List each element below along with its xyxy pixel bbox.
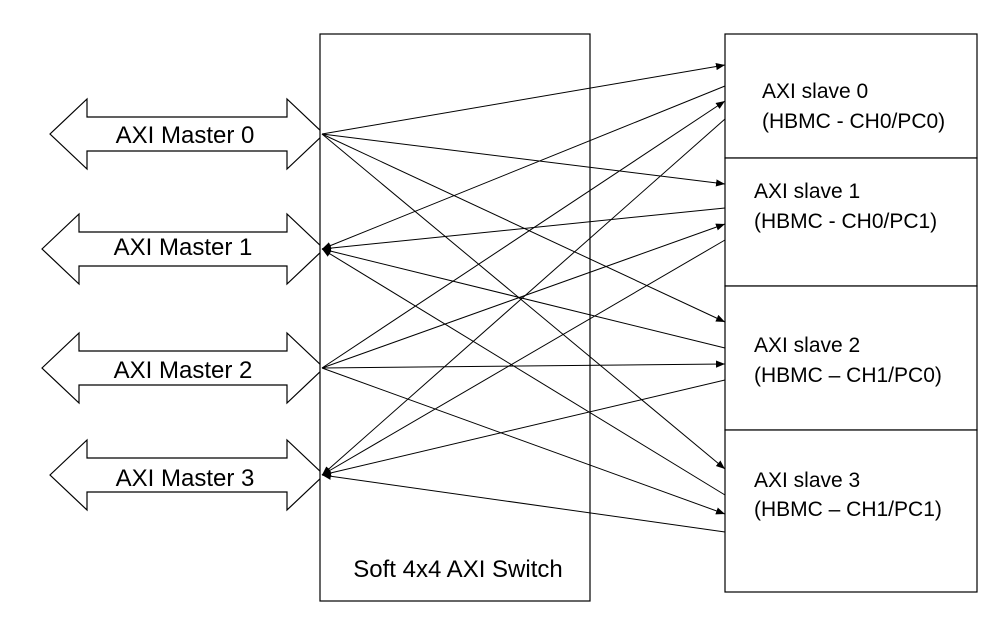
conn-master-0-to-slave-1 [321, 133, 726, 187]
conn-slave-2-to-master-1 [321, 247, 726, 349]
conn-master-0-to-slave-3 [321, 133, 726, 470]
conn-slave-2-to-master-3 [321, 379, 726, 477]
conn-slave-0-to-master-1 [321, 85, 726, 250]
slave-3-box [724, 429, 978, 593]
connection-lines [321, 62, 726, 533]
slave-3-detail: (HBMC – CH1/PC1) [754, 498, 942, 521]
slave-1-name: AXI slave 1 [754, 180, 860, 203]
slave-3-name: AXI slave 3 [754, 469, 860, 492]
switch-label: Soft 4x4 AXI Switch [353, 556, 562, 583]
conn-slave-0-to-master-3 [321, 118, 726, 476]
conn-master-2-to-slave-2 [321, 360, 726, 369]
conn-master-0-to-slave-2 [321, 133, 726, 323]
conn-slave-1-to-master-3 [321, 239, 726, 476]
slave-1-detail: (HBMC - CH0/PC1) [754, 210, 937, 233]
master-3-label: AXI Master 3 [116, 465, 255, 492]
master-0-label: AXI Master 0 [116, 122, 255, 149]
slave-0-name: AXI slave 0 [762, 80, 868, 103]
conn-slave-3-to-master-1 [321, 248, 726, 496]
slave-2-box [724, 285, 978, 431]
master-3: AXI Master 3 [49, 438, 325, 512]
master-2-label: AXI Master 2 [114, 357, 253, 384]
slave-0-detail: (HBMC - CH0/PC0) [762, 110, 945, 133]
conn-master-2-to-slave-1 [321, 223, 726, 369]
master-1-label: AXI Master 1 [114, 234, 253, 261]
conn-master-2-to-slave-0 [321, 100, 726, 369]
switch-box [319, 33, 591, 602]
slave-column [724, 33, 978, 593]
master-2: AXI Master 2 [41, 331, 325, 405]
conn-master-0-to-slave-0 [321, 62, 726, 135]
conn-slave-3-to-master-3 [321, 472, 726, 533]
slave-0-box [724, 33, 978, 159]
conn-master-2-to-slave-3 [321, 367, 726, 515]
master-0: AXI Master 0 [49, 97, 325, 171]
slave-2-name: AXI slave 2 [754, 334, 860, 357]
slave-2-detail: (HBMC – CH1/PC0) [754, 364, 942, 387]
master-1: AXI Master 1 [41, 212, 325, 286]
